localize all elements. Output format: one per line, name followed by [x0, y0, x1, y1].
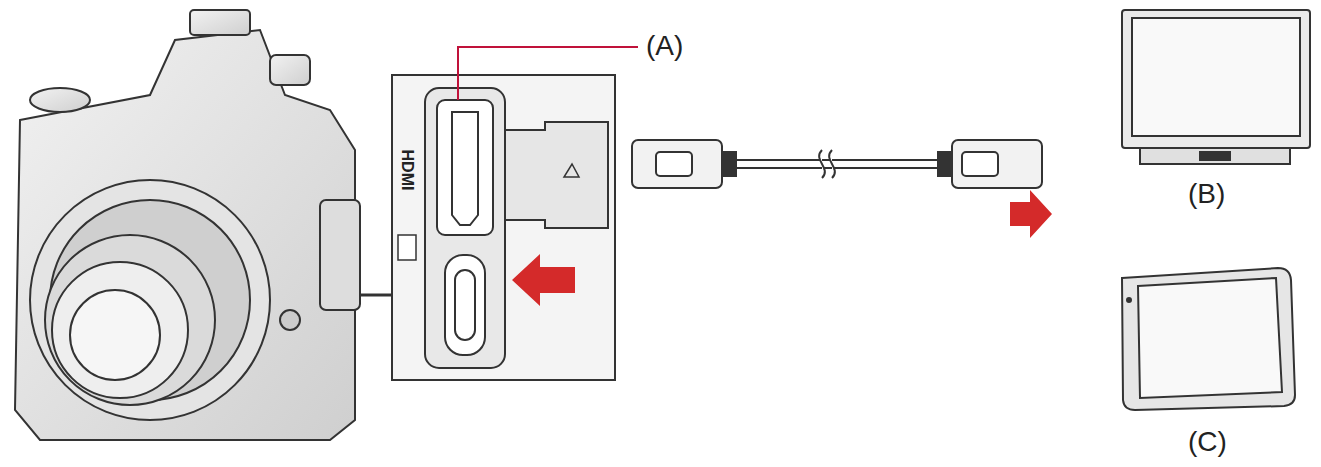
port-name: HDMI: [399, 150, 415, 191]
callout-letter: (B): [1188, 180, 1225, 208]
port-panel: [392, 47, 638, 380]
callout-letter: (C): [1188, 428, 1227, 456]
insert-arrow: [512, 254, 575, 306]
callout-letter: (A): [646, 32, 683, 60]
tv: [1122, 10, 1310, 164]
output-arrow: [1010, 190, 1052, 238]
hdmi-cable: [632, 140, 1042, 188]
camera: [15, 10, 360, 440]
leader-line: [458, 47, 638, 100]
external-monitor: [1122, 268, 1295, 410]
connector-line: [360, 294, 392, 297]
